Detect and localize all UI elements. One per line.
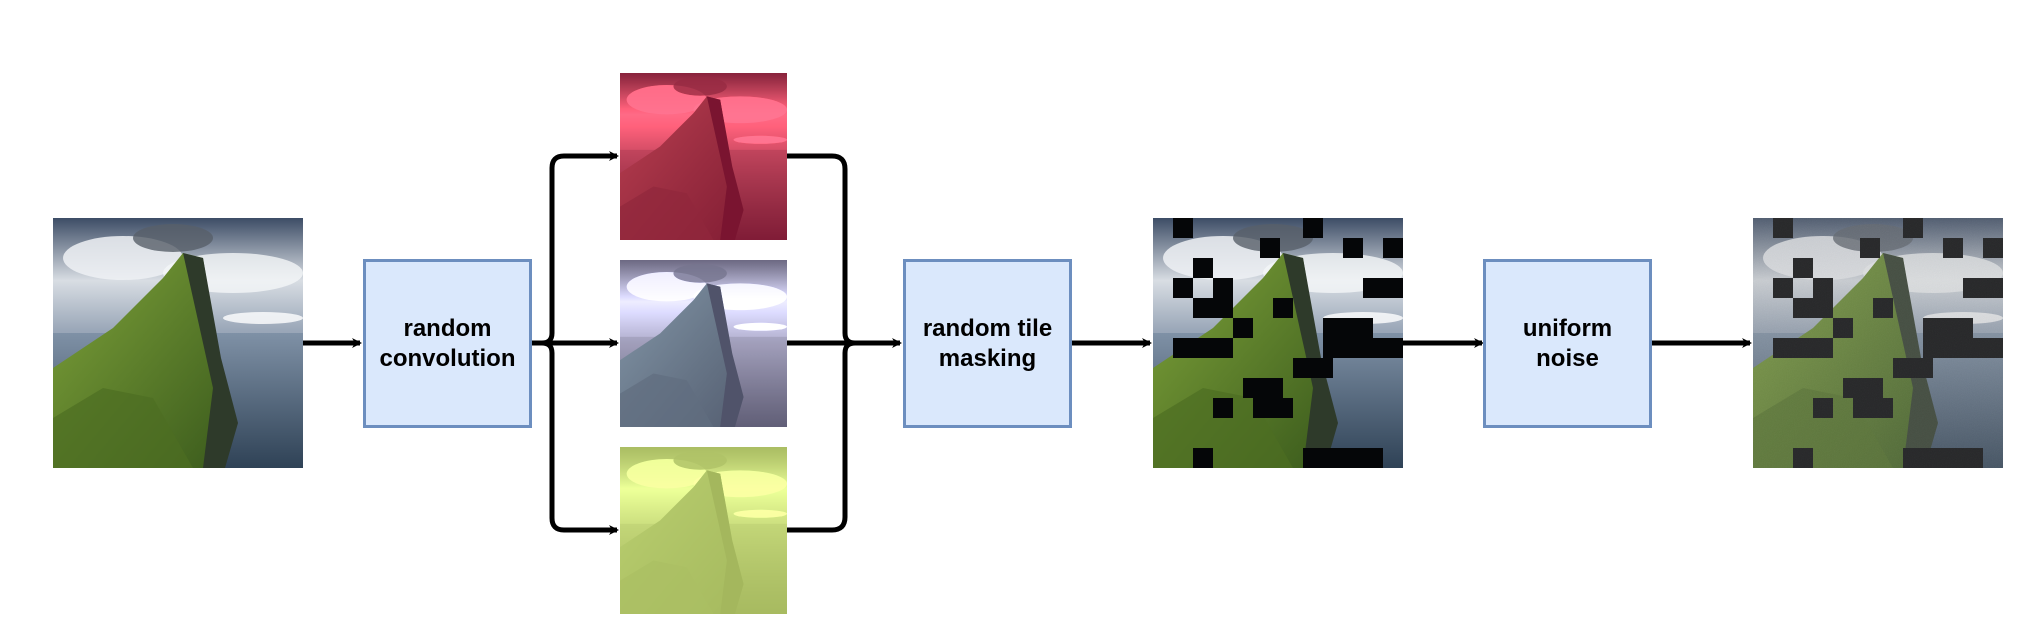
uniform-noise-line2: noise [1536,344,1599,372]
noisy-masked-image [1753,218,2003,468]
red-convolution-image [620,73,787,240]
random-tile-masking-box: random tile masking [903,259,1072,428]
random-tile-masking-label: random tile masking [923,314,1052,374]
random-convolution-label: random convolution [380,314,516,374]
uniform-noise-line1: uniform [1522,314,1613,342]
green-convolution-image [620,447,787,614]
arrow-convolution-to-green [532,340,619,535]
arrow-convolution-to-red [532,151,619,346]
random-convolution-line1: random [403,314,492,342]
uniform-noise-box: uniform noise [1483,259,1652,428]
arrow-red-to-masking [787,153,902,348]
arrow-green-to-masking [787,340,856,533]
random-convolution-line2: convolution [379,344,516,372]
blue-convolution-image [620,260,787,427]
uniform-noise-label: uniform noise [1523,314,1612,374]
random-tile-masking-line1: random tile [922,314,1053,342]
tile-masked-image [1153,218,1403,468]
connectors [303,151,1752,535]
random-convolution-box: random convolution [363,259,532,428]
input-image [53,218,303,468]
random-tile-masking-line2: masking [938,344,1037,372]
